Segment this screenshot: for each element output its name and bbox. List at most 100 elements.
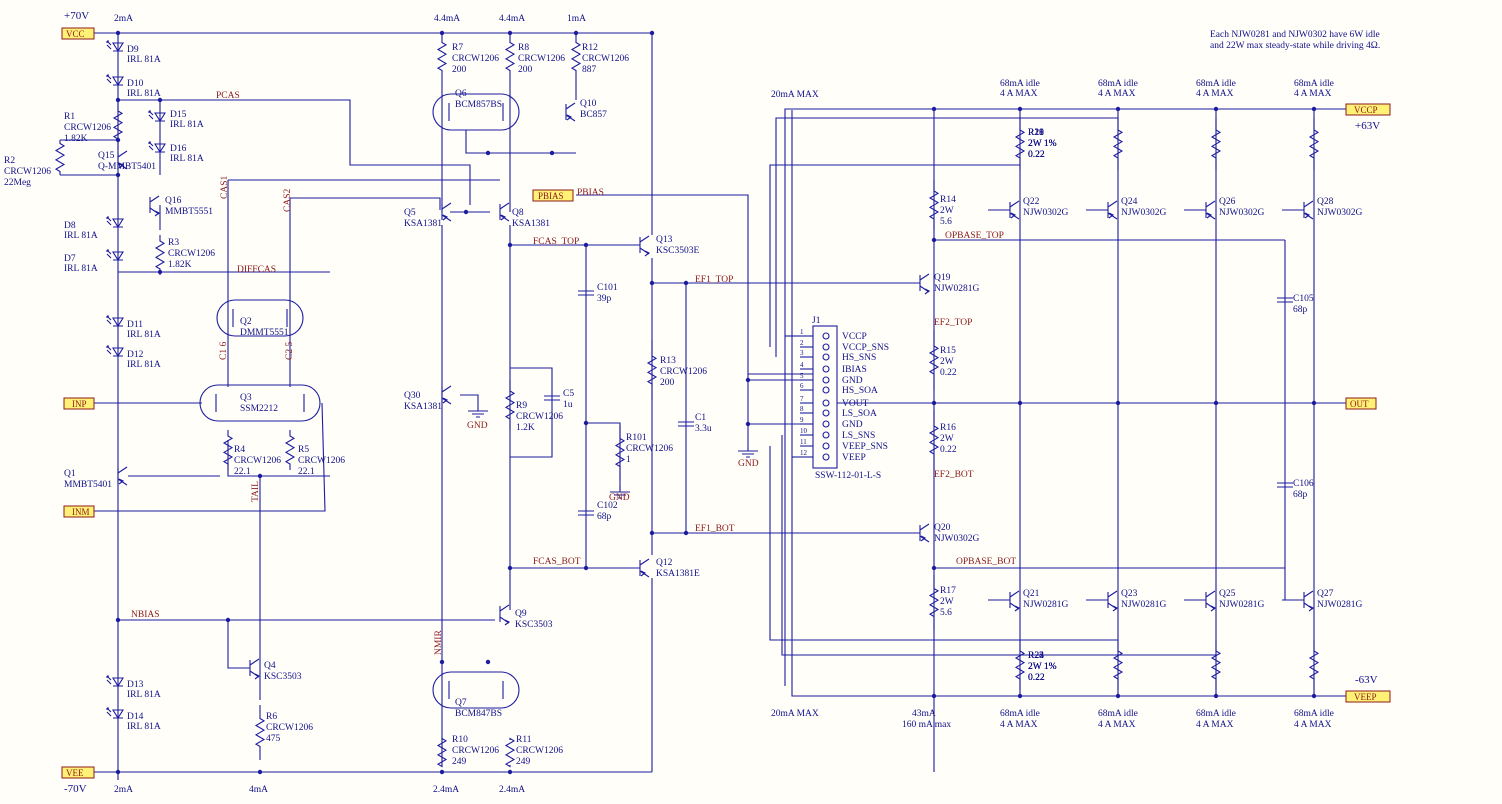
pin-name: HS_SOA (842, 386, 878, 396)
junction (1213, 400, 1219, 406)
pin-number: 2 (800, 339, 804, 347)
gnd-label: GND (609, 493, 630, 503)
emission-arrows (106, 249, 112, 259)
resistor-label: 0.22 (940, 368, 957, 378)
vee-port[interactable]: VEE (61, 766, 95, 779)
capacitor-value: 68p (1293, 490, 1308, 500)
resistor-body (1210, 118, 1222, 170)
resistor-label: R12 (582, 43, 598, 53)
pin-contact (822, 386, 830, 394)
resistor-label: 200 (518, 65, 533, 75)
transistor-symbol (441, 202, 452, 222)
transistor-arrow (1308, 605, 1315, 612)
current-label: 160 mA max (902, 720, 951, 730)
veep-voltage: -63V (1355, 674, 1378, 686)
resistor-label: CRCW1206 (168, 249, 215, 259)
pin-name: VEEP (842, 453, 866, 463)
transistor-symbol (1009, 590, 1020, 610)
pbias-port[interactable]: PBIAS (532, 189, 574, 202)
resistor-label: R19 (1028, 128, 1044, 138)
transistor-arrow (442, 214, 449, 221)
out-port[interactable]: OUT (1345, 397, 1377, 410)
transistor-ref: Q27 (1317, 589, 1334, 599)
vcc-port[interactable]: VCC (61, 27, 95, 40)
transistor-symbol (1205, 200, 1216, 220)
transistor-part: NJW0281G (1121, 600, 1167, 610)
transistor-ref: Q23 (1121, 589, 1138, 599)
capacitor-plates (544, 395, 560, 401)
transistor-ref: Q26 (1219, 197, 1236, 207)
diode-value: IRL 81A (64, 231, 98, 241)
pin-name: LS_SNS (842, 431, 875, 441)
resistor-body (928, 330, 940, 390)
resistor-body (646, 340, 658, 400)
junction (931, 693, 937, 699)
resistor-label: CRCW1206 (452, 746, 499, 756)
transistor-arrow (924, 288, 931, 295)
diode-ref: D11 (127, 320, 143, 330)
veep-port[interactable]: VEEP (1345, 690, 1391, 703)
resistor-label: 2W (940, 434, 954, 444)
transistor-part: NJW0281G (934, 284, 980, 294)
transistor-part: NJW0302G (1317, 208, 1363, 218)
idle-label: 68mA idle (1196, 79, 1236, 89)
svg-text:OUT: OUT (1350, 399, 1369, 409)
transistor-symbol (639, 558, 650, 578)
vccp-voltage: +63V (1355, 120, 1380, 132)
resistor-label: 2W 1% (1028, 139, 1057, 149)
pin-name: VEEP_SNS (842, 442, 888, 452)
resistor-label: R14 (940, 195, 956, 205)
capacitor-plates (1277, 297, 1293, 303)
transistor-ref: Q5 (404, 208, 416, 218)
transistor-ref: Q4 (264, 661, 276, 671)
current-label: 2.4mA (433, 785, 459, 795)
emission-arrows (148, 141, 154, 151)
junction (745, 377, 751, 383)
net-label: FCAS_TOP (533, 237, 579, 247)
ground-symbol (738, 445, 758, 458)
net-label: NBIAS (131, 610, 160, 620)
transistor-ref: Q28 (1317, 197, 1334, 207)
vccp-port[interactable]: VCCP (1345, 103, 1391, 116)
resistor-body (1112, 640, 1124, 690)
transistor-part: KSA1381E (656, 569, 700, 579)
resistor-label: CRCW1206 (4, 167, 51, 177)
resistor-label: 2W (940, 597, 954, 607)
resistor-label: CRCW1206 (298, 456, 345, 466)
capacitor-ref: C5 (563, 389, 574, 399)
transistor-arrow (1014, 605, 1021, 612)
resistor-body (504, 737, 516, 768)
pin-number: 6 (800, 382, 804, 390)
inm-port[interactable]: INM (63, 505, 95, 518)
transistor-ref: Q20 (934, 523, 951, 533)
transistor-ref: Q21 (1023, 589, 1040, 599)
resistor-label: 0.22 (1028, 673, 1045, 683)
junction (583, 242, 589, 248)
resistor-label: R21 (1028, 128, 1044, 138)
diode-ref: D12 (127, 350, 144, 360)
net-label: EF1_TOP (695, 275, 733, 285)
wire (510, 367, 553, 458)
transistor-symbol (117, 466, 128, 486)
diode-ref: D16 (170, 144, 187, 154)
wire (769, 446, 1118, 641)
current-label: 1mA (567, 14, 586, 24)
inp-port[interactable]: INP (63, 397, 95, 410)
emission-arrows (106, 707, 112, 717)
emission-arrows (106, 74, 112, 84)
idle-label: 68mA idle (1294, 79, 1334, 89)
